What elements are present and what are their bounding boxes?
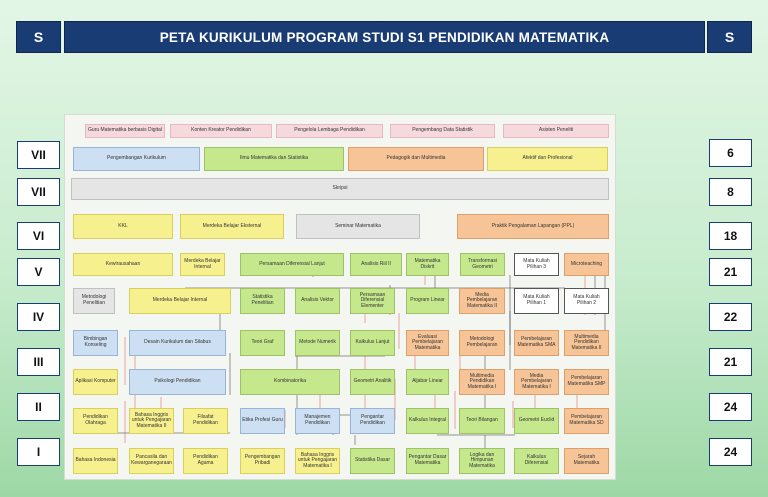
course-pancasila: Pancasila dan Kewarganegaraan	[129, 448, 174, 474]
header-credits-label-right: S	[707, 21, 752, 53]
credit-total: 24	[709, 393, 752, 421]
page-title: PETA KURIKULUM PROGRAM STUDI S1 PENDIDIK…	[64, 21, 705, 53]
course-aplikasi-komputer: Aplikasi Komputer	[73, 369, 118, 395]
credit-total: 6	[709, 139, 752, 167]
course-geometri-analitik: Geometri Analitik	[350, 369, 395, 395]
course-pengantar-pendidikan: Pengantar Pendidikan	[350, 408, 395, 434]
course-pembelajaran-sma: Pembelajaran Matematika SMA	[514, 330, 559, 356]
course-statistika-dasar: Statistika Dasar	[350, 448, 395, 474]
course-media-pembelajaran-1: Media Pembelajaran Matematika I	[514, 369, 559, 395]
course-metodologi-pembelajaran: Metodologi Pembelajaran	[459, 330, 505, 356]
graduate-profile: Pengelola Lembaga Pendidikan	[276, 124, 383, 138]
course-merdeka-internal: Merdeka Belajar Internal	[180, 253, 225, 276]
course-analisis-vektor: Analisis Vektor	[295, 288, 340, 314]
course-kalkulus-diferensial: Kalkulus Diferensial	[514, 448, 559, 474]
course-aljabar-linear: Aljabar Linear	[406, 369, 449, 395]
course-ppl: Praktik Pengalaman Lapangan (PPL)	[457, 214, 609, 239]
course-merdeka-eksternal: Merdeka Belajar Eksternal	[180, 214, 284, 239]
graduate-profile: Asisten Peneliti	[503, 124, 609, 138]
course-media-pembelajaran-2: Media Pembelajaran Matematika II	[459, 288, 505, 314]
course-bahasa-indonesia: Bahasa Indonesia	[73, 448, 118, 474]
course-psikologi-pendidikan: Psikologi Pendidikan	[129, 369, 226, 395]
course-teori-bilangan: Teori Bilangan	[459, 408, 505, 434]
credit-total: 22	[709, 303, 752, 331]
course-bimbingan-konseling: Bimbingan Konseling	[73, 330, 118, 356]
course-pilihan-1: Mata Kuliah Pilihan 1	[514, 288, 559, 314]
graduate-profile: Pengembang Data Statistik	[390, 124, 495, 138]
course-multimedia-2: Multimedia Pendidikan Matematika II	[564, 330, 609, 356]
header-semester-label-left: S	[16, 21, 61, 53]
credit-total: 8	[709, 178, 752, 206]
course-sejarah-matematika: Sejarah Matematika	[564, 448, 609, 474]
course-kewirausahaan: Kewirausahaan	[73, 253, 173, 276]
course-logika-himpunan: Logika dan Himpunan Matematika	[459, 448, 505, 474]
course-pd-elementer: Persamaan Diferensial Elementer	[350, 288, 395, 314]
competency-cluster: Afektif dan Profesional	[487, 147, 608, 171]
course-pendidikan-olahraga: Pendidikan Olahraga	[73, 408, 118, 434]
course-etika-profesi: Etika Profesi Guru	[240, 408, 285, 434]
competency-cluster: Ilmu Matematika dan Statistika	[204, 147, 344, 171]
course-teori-graf: Teori Graf	[240, 330, 285, 356]
graduate-profile: Guru Matematika berbasis Digital	[85, 124, 165, 138]
course-kkl: KKL	[73, 214, 173, 239]
course-microteaching: Microteaching	[564, 253, 609, 276]
course-kalkulus-integral: Kalkulus Integral	[406, 408, 449, 434]
semester-label: IV	[17, 303, 60, 331]
course-pengantar-dasar-matematika: Pengantar Dasar Matematika	[406, 448, 449, 474]
competency-cluster: Pedagogik dan Multimedia	[348, 147, 484, 171]
course-geometri-euclid: Geometri Euclid	[514, 408, 559, 434]
course-pilihan-2: Mata Kuliah Pilihan 2	[564, 288, 609, 314]
course-pd-lanjut: Persamaan Diferensial Lanjut	[240, 253, 344, 276]
course-kalkulus-lanjut: Kalkulus Lanjut	[350, 330, 395, 356]
semester-label: II	[17, 393, 60, 421]
course-bahasa-inggris-2: Bahasa Inggris untuk Pengajaran Matemati…	[129, 408, 174, 434]
semester-label: VII	[17, 178, 60, 206]
course-matematika-diskrit: Matematika Diskrit	[406, 253, 449, 276]
course-statistika-penelitian: Statistika Penelitian	[240, 288, 285, 314]
course-analisis-riil-2: Analisis Riil II	[350, 253, 402, 276]
graduate-profile: Konten Kreator Pendidikan	[170, 124, 272, 138]
credit-total: 18	[709, 222, 752, 250]
credit-total: 21	[709, 348, 752, 376]
course-pendidikan-agama: Pendidikan Agama	[183, 448, 228, 474]
competency-cluster: Pengembangan Kurikulum	[73, 147, 200, 171]
semester-label: I	[17, 438, 60, 466]
credit-total: 24	[709, 438, 752, 466]
course-skripsi: Skripsi	[71, 178, 609, 200]
course-pembelajaran-smp: Pembelajaran Matematika SMP	[564, 369, 609, 395]
course-filsafat-pendidikan: Filsafat Pendidikan	[183, 408, 228, 434]
course-desain-kurikulum: Desain Kurikulum dan Silabus	[129, 330, 226, 356]
semester-label: VI	[17, 222, 60, 250]
semester-label: III	[17, 348, 60, 376]
course-metode-numerik: Metode Numerik	[295, 330, 340, 356]
course-program-linear: Program Linear	[406, 288, 449, 314]
course-metodologi-penelitian: Metodologi Penelitian	[73, 288, 115, 314]
course-transformasi-geometri: Transformasi Geometri	[460, 253, 505, 276]
course-seminar: Seminar Matematika	[296, 214, 420, 239]
course-manajemen-pendidikan: Manajemen Pendidikan	[295, 408, 340, 434]
course-bahasa-inggris-1: Bahasa Inggris untuk Pengajaran Matemati…	[295, 448, 340, 474]
semester-label: V	[17, 258, 60, 286]
semester-label: VII	[17, 141, 60, 169]
course-multimedia-1: Multimedia Pendidikan Matematika I	[459, 369, 505, 395]
course-pembelajaran-sd: Pembelajaran Matematika SD	[564, 408, 609, 434]
course-merdeka-internal: Merdeka Belajar Internal	[129, 288, 231, 314]
credit-total: 21	[709, 258, 752, 286]
course-kombinatorika: Kombinatorika	[240, 369, 340, 395]
course-evaluasi-pembelajaran: Evaluasi Pembelajaran Matematika	[406, 330, 449, 356]
course-pengembangan-pribadi: Pengembangan Pribadi	[240, 448, 285, 474]
course-pilihan-3: Mata Kuliah Pilihan 3	[514, 253, 559, 276]
curriculum-map: Guru Matematika berbasis Digital Konten …	[64, 114, 616, 480]
